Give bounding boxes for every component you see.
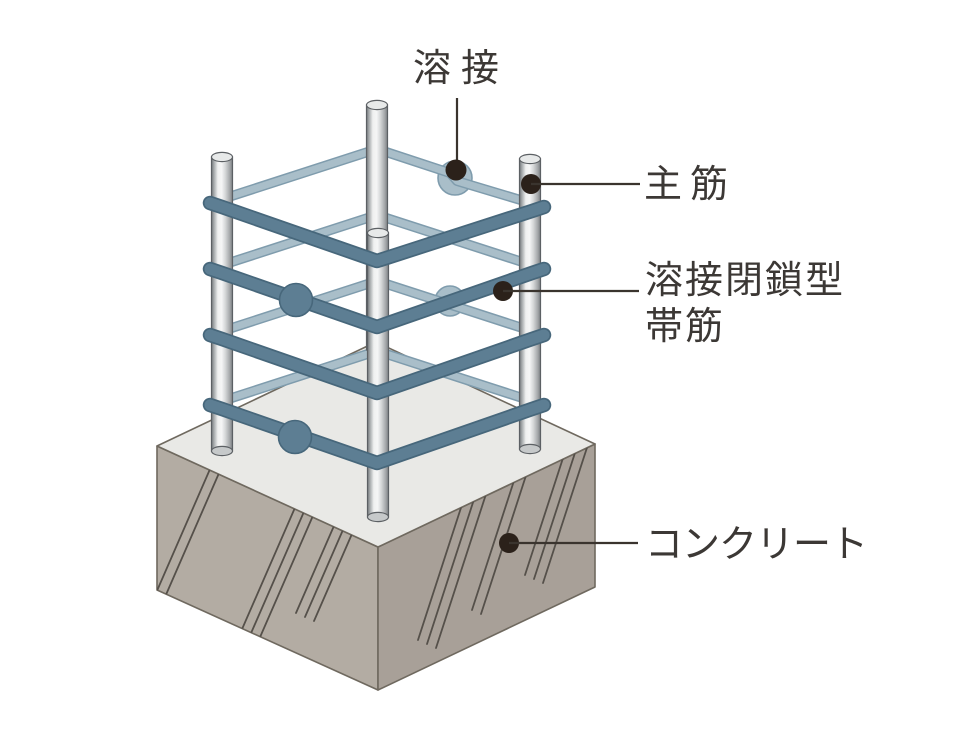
main-rebar-front [366, 227, 390, 523]
annotations: 溶接 主筋 溶接閉鎖型 帯筋 コンクリート [413, 48, 868, 566]
hoop-3-front-band [202, 327, 552, 401]
hoop-label-line2: 帯筋 [645, 306, 725, 348]
hoop-annotation: 溶接閉鎖型 帯筋 [493, 260, 845, 348]
weld-bump-bottom-icon [277, 419, 313, 455]
weld-annotation: 溶接 [413, 48, 509, 181]
hoop-4-front-band [202, 397, 552, 471]
hoop-label-line1: 溶接閉鎖型 [645, 260, 845, 302]
main-rebar-label: 主筋 [644, 164, 736, 206]
main-rebars [210, 99, 542, 523]
hoop-front-edges [202, 195, 552, 471]
concrete-label: コンクリート [645, 524, 867, 566]
hoop-1-front-band [202, 195, 552, 269]
weld-bump-middle-icon [278, 282, 314, 318]
weld-label: 溶接 [413, 48, 509, 90]
concrete-annotation: コンクリート [499, 524, 868, 566]
main-rebar-left [210, 151, 234, 457]
main-rebar-right [518, 153, 542, 455]
weld-pointer-dot [445, 159, 467, 181]
hoop-2-front-band [202, 261, 552, 335]
main-rebar-annotation: 主筋 [521, 164, 736, 206]
